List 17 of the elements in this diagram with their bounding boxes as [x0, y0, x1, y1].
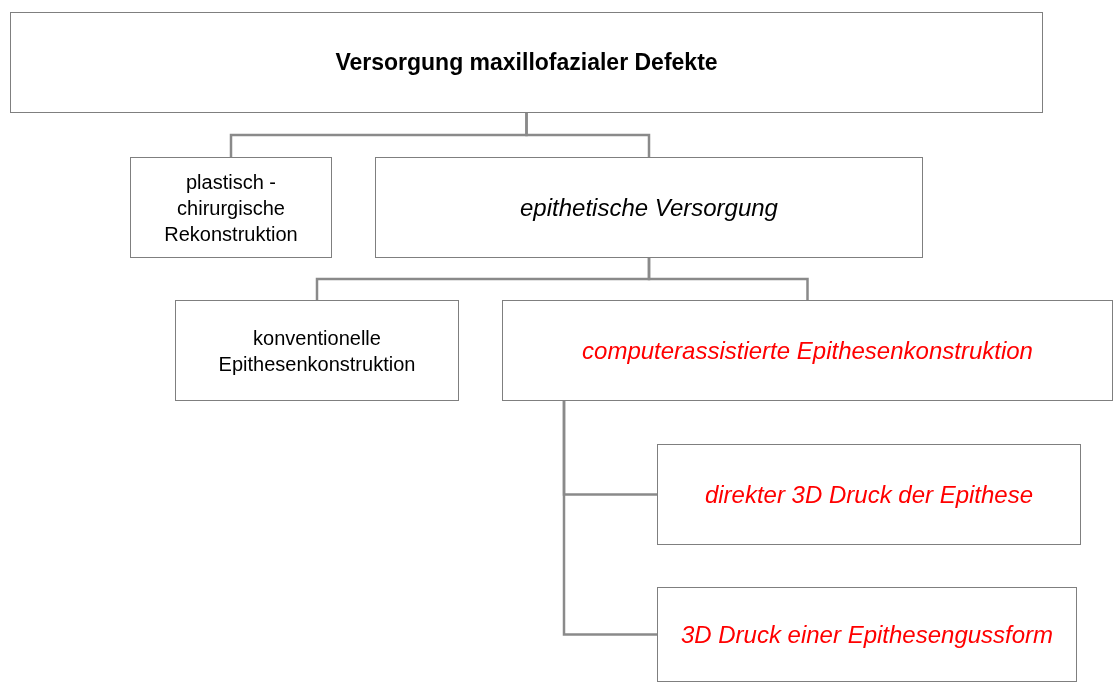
connector-line [647, 258, 809, 300]
box-label: plastisch - chirurgische Rekonstruktion [163, 169, 299, 247]
connector-line [562, 401, 657, 636]
box-label: epithetische Versorgung [519, 192, 779, 223]
process-box [10, 12, 1043, 113]
connector-line [525, 113, 651, 157]
process-box [502, 300, 1113, 401]
box-label: computerassistierte Epithesenkonstruktion [581, 335, 1034, 366]
process-box [175, 300, 459, 401]
process-box [657, 444, 1081, 545]
box-label: konventionelle Epithesenkonstruktion [217, 325, 417, 377]
box-label: 3D Druck einer Epithesengussform [679, 619, 1055, 650]
box-label: Versorgung maxillofazialer Defekte [334, 47, 719, 77]
box-label: direkter 3D Druck der Epithese [703, 479, 1035, 510]
process-box [130, 157, 332, 258]
process-box [375, 157, 923, 258]
process-box [657, 587, 1077, 682]
